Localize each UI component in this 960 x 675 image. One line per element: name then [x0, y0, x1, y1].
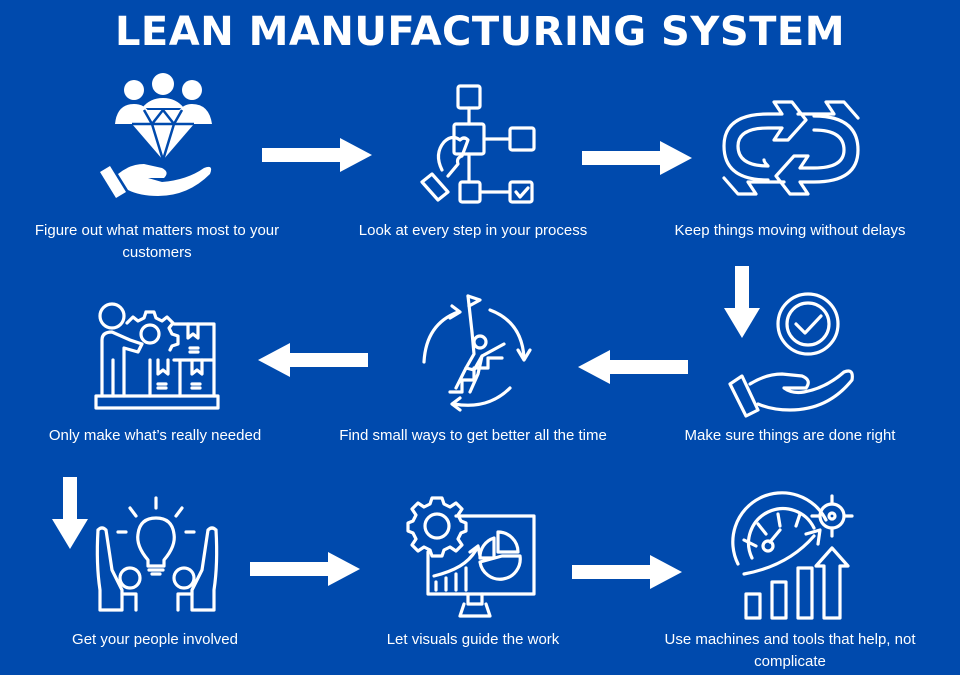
arrow-right-icon [250, 550, 362, 588]
step-label: Figure out what matters most to your cus… [34, 222, 280, 261]
step-label: Only make what’s really needed [48, 427, 262, 444]
continuous-improvement-climber-icon [418, 292, 532, 412]
arrow-right-icon [582, 139, 694, 177]
page-title: LEAN MANUFACTURING SYSTEM [114, 9, 846, 55]
step-label: Make sure things are done right [684, 427, 896, 444]
step-label: Use machines and tools that help, not co… [664, 631, 916, 670]
quality-check-hand-icon [726, 292, 858, 420]
customers-diamond-hand-icon [92, 72, 222, 198]
step-label: Let visuals guide the work [386, 631, 560, 648]
monitor-charts-gear-icon [406, 496, 540, 620]
arrow-down-icon [50, 477, 90, 551]
arrow-down-icon [722, 266, 762, 340]
arrow-left-icon [576, 348, 688, 386]
process-flowchart-hand-icon [418, 84, 538, 206]
step-label: Find small ways to get better all the ti… [339, 427, 607, 444]
step-label: Keep things moving without delays [674, 222, 906, 239]
worker-gear-boxes-icon [94, 300, 220, 412]
arrow-right-icon [572, 553, 684, 591]
arrow-left-icon [256, 341, 368, 379]
step-label: Get your people involved [72, 631, 238, 648]
continuous-flow-arrows-icon [718, 96, 864, 200]
step-label: Look at every step in your process [358, 222, 588, 239]
arrow-right-icon [262, 136, 374, 174]
people-lightbulb-icon [92, 494, 222, 618]
gauge-growth-target-icon [726, 491, 866, 620]
